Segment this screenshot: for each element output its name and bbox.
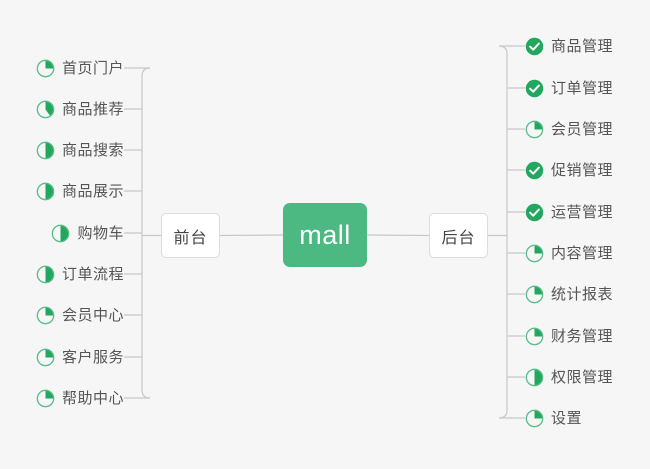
leaf-node[interactable]: 购物车: [51, 219, 124, 247]
leaf-node-label: 权限管理: [551, 368, 614, 386]
leaf-node-label: 会员中心: [61, 306, 124, 324]
leaf-node[interactable]: 会员中心: [36, 301, 124, 329]
leaf-node[interactable]: 财务管理: [525, 322, 613, 350]
leaf-node[interactable]: 客户服务: [36, 343, 124, 371]
leaf-node-label: 商品展示: [61, 182, 124, 200]
leaf-node-label: 财务管理: [551, 327, 614, 345]
leaf-node-label: 订单流程: [61, 265, 124, 283]
leaf-node[interactable]: 统计报表: [525, 280, 613, 308]
root-node-label: mall: [299, 219, 351, 250]
leaf-node[interactable]: 权限管理: [525, 363, 613, 391]
pie-quarter-icon: [525, 285, 544, 303]
leaf-node-label: 商品搜索: [61, 141, 124, 159]
leaf-node[interactable]: 运营管理: [525, 198, 613, 226]
root-node[interactable]: mall: [283, 203, 367, 267]
leaf-node-label: 订单管理: [551, 79, 614, 97]
leaf-node[interactable]: 设置: [525, 404, 582, 432]
leaf-node-label: 促销管理: [551, 161, 614, 179]
pie-quarter-icon: [525, 244, 544, 262]
leaf-node[interactable]: 商品推荐: [36, 95, 124, 123]
leaf-node-label: 设置: [551, 409, 583, 427]
pie-half-icon: [36, 141, 55, 159]
pie-quarter-icon: [36, 389, 55, 407]
check-circle-icon: [525, 79, 544, 97]
check-circle-icon: [525, 161, 544, 179]
branch-node-label: 前台: [173, 229, 208, 247]
pie-quarter-icon: [36, 306, 55, 324]
leaf-node[interactable]: 商品搜索: [36, 136, 124, 164]
leaf-node[interactable]: 促销管理: [525, 156, 613, 184]
leaf-node-label: 购物车: [77, 224, 124, 242]
leaf-node[interactable]: 订单流程: [36, 260, 124, 288]
leaf-node-label: 内容管理: [551, 244, 614, 262]
pie-half-icon: [52, 224, 70, 242]
pie-half-icon: [525, 368, 544, 386]
pie-quarter-icon: [525, 409, 544, 427]
pie-quarter-icon: [525, 120, 544, 138]
pie-quarter-icon: [36, 348, 55, 366]
leaf-node-label: 运营管理: [551, 203, 614, 221]
leaf-node-label: 统计报表: [551, 285, 614, 303]
pie-quarter-icon: [36, 59, 55, 77]
leaf-node-label: 首页门户: [61, 59, 124, 77]
leaf-node[interactable]: 首页门户: [36, 54, 124, 82]
leaf-node-label: 商品管理: [551, 37, 614, 55]
pie-half-icon: [36, 182, 55, 200]
leaf-node-label: 商品推荐: [61, 100, 124, 118]
leaf-node[interactable]: 商品展示: [36, 177, 124, 205]
branch-node-frontend[interactable]: 前台: [161, 213, 220, 258]
leaf-node-label: 会员管理: [551, 120, 614, 138]
leaf-node-label: 客户服务: [61, 348, 124, 366]
pie-40-icon: [36, 100, 55, 118]
leaf-node[interactable]: 商品管理: [525, 32, 613, 60]
pie-quarter-icon: [525, 327, 544, 345]
leaf-node[interactable]: 帮助中心: [36, 384, 124, 412]
leaf-node[interactable]: 会员管理: [525, 115, 613, 143]
leaf-node[interactable]: 订单管理: [525, 74, 613, 102]
leaf-node-label: 帮助中心: [61, 389, 124, 407]
check-circle-icon: [525, 203, 544, 221]
check-circle-icon: [525, 37, 544, 55]
pie-half-icon: [36, 265, 55, 283]
branch-node-backend[interactable]: 后台: [429, 213, 488, 258]
leaf-node[interactable]: 内容管理: [525, 239, 613, 267]
branch-node-label: 后台: [441, 229, 476, 247]
